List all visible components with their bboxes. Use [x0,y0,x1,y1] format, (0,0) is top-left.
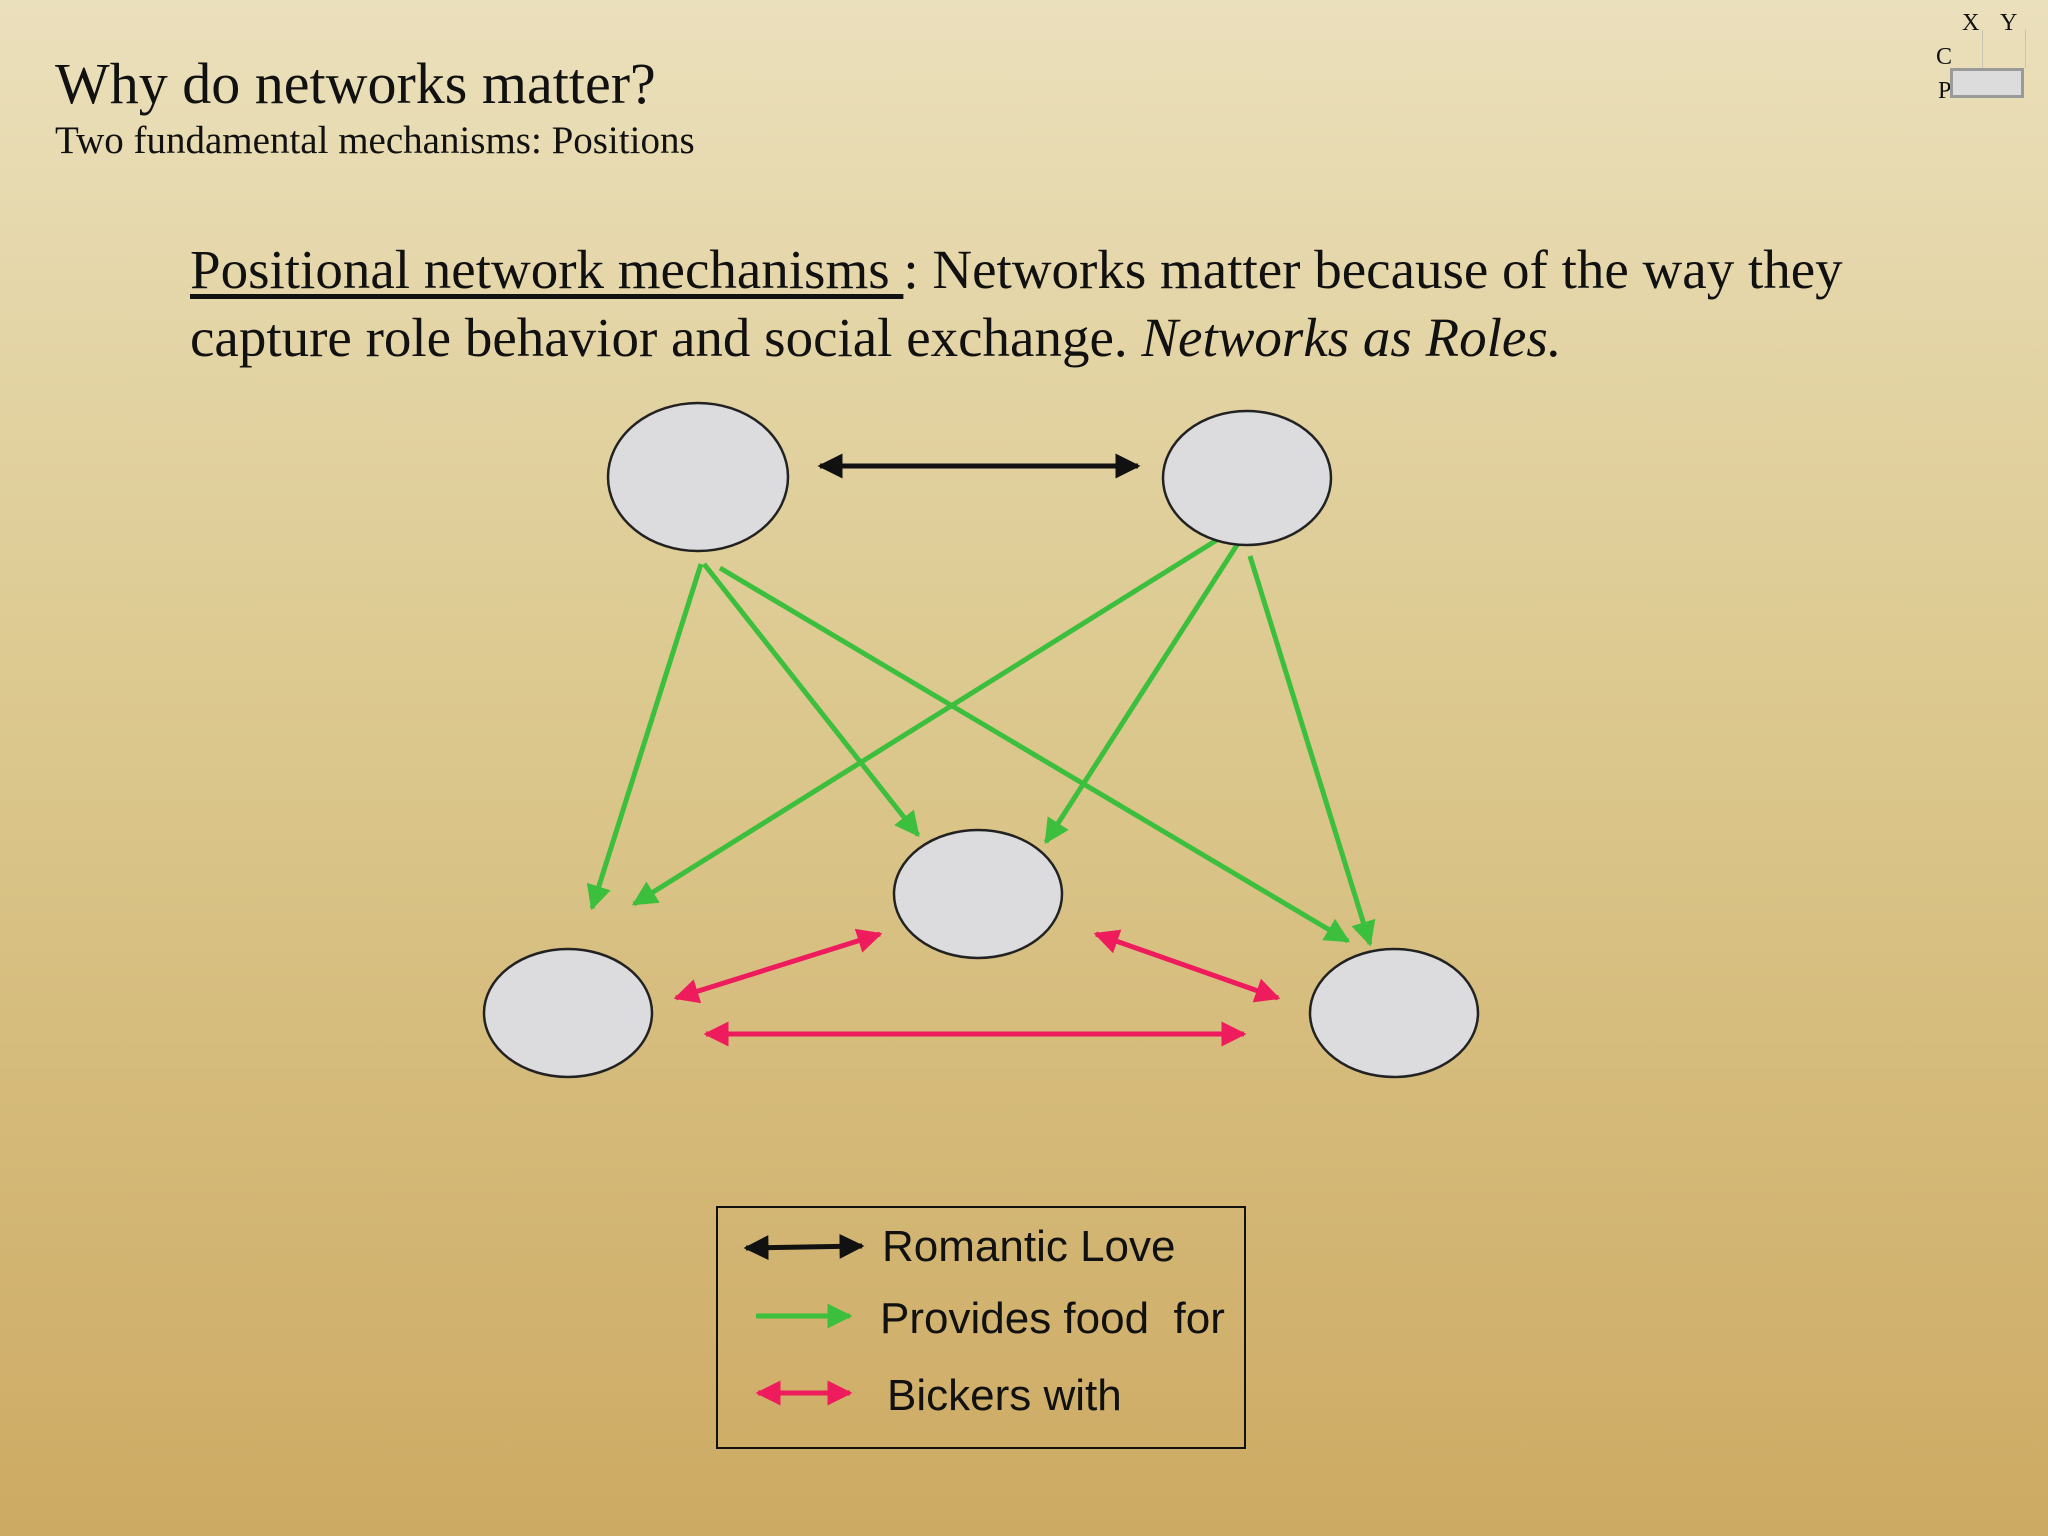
edge-food-top-left-to-center [702,562,920,837]
corner-label-x: X [1962,10,1980,36]
node-bottom-left [482,947,654,1079]
node-top-left [606,401,790,553]
positional-mechanisms-paragraph: Positional network mechanisms : Networks… [190,236,1940,372]
edge-food-top-right-to-bottom-right [1247,555,1376,947]
corner-label-p: P [1938,78,1952,104]
edge-food-top-right-to-center [1043,532,1247,845]
legend [716,1206,1246,1449]
legend-label-bickers-with: Bickers with [887,1371,1122,1420]
legend-label-romantic-love: Romantic Love [882,1222,1176,1271]
paragraph-emphasis: Networks as Roles. [1141,307,1562,368]
edge-bicker-center-bottom-right [1093,929,1281,1003]
slide-title: Why do networks matter? [55,51,656,116]
paragraph-body: : Networks matter because of the way the… [190,239,1843,368]
edge-bicker-bottom-left-center [673,928,883,1004]
corner-label-y: Y [2000,10,2018,36]
corner-widget-box [1950,68,2024,98]
edge-food-top-right-to-bottom-left [631,535,1222,907]
node-bottom-right [1308,947,1480,1079]
edge-food-top-left-to-bottom-left [586,563,704,911]
edge-food-top-left-to-bottom-right [718,565,1351,944]
node-center [892,828,1064,960]
paragraph-term: Positional network mechanisms [190,239,904,300]
corner-label-c: C [1936,44,1953,70]
slide-subtitle: Two fundamental mechanisms: Positions [55,119,695,162]
legend-swatch-romantic-love [743,1233,865,1261]
node-top-right [1161,409,1333,547]
legend-label-provides-food: Provides food for [880,1294,1225,1343]
corner-widget-frame [1982,30,2026,68]
